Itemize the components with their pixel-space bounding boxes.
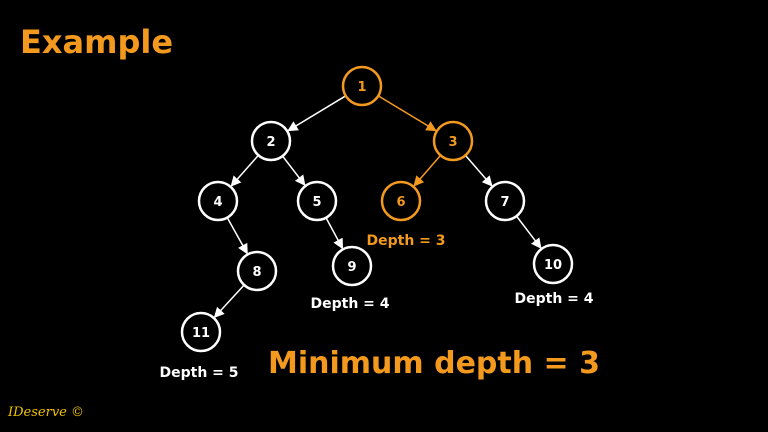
edge-3-6	[413, 154, 442, 187]
node-label: 5	[312, 195, 321, 210]
node-circle	[236, 250, 278, 292]
tree-node-11: 11	[180, 311, 222, 353]
depth-labels: Depth = 3 Depth = 4 Depth = 4 Depth = 5	[159, 233, 593, 381]
tree-node-6: 6	[380, 180, 422, 222]
tree-node-10: 10	[532, 243, 574, 285]
tree-nodes: 1 2 3 4 5 6 7 8 9 10 11	[180, 65, 574, 353]
minimum-depth-result: Minimum depth = 3	[268, 346, 600, 381]
node-label: 3	[448, 135, 457, 150]
tree-node-4: 4	[197, 180, 239, 222]
edge-5-9	[325, 217, 344, 250]
node-label: 1	[357, 80, 366, 95]
node-circle	[484, 180, 526, 222]
node-label: 8	[252, 265, 261, 280]
node-circle	[180, 311, 222, 353]
node-circle	[432, 120, 474, 162]
tree-node-3: 3	[432, 120, 474, 162]
tree-edges	[213, 95, 542, 319]
node-label: 6	[396, 195, 405, 210]
node-label: 4	[213, 195, 222, 210]
depth-label-node-11: Depth = 5	[159, 365, 238, 381]
node-label: 7	[500, 195, 509, 210]
node-label: 10	[544, 258, 562, 273]
brand-watermark: IDeserve ©	[8, 405, 85, 420]
tree-node-9: 9	[331, 245, 373, 287]
tree-node-7: 7	[484, 180, 526, 222]
edge-1-3	[377, 95, 437, 132]
depth-label-node-6: Depth = 3	[366, 233, 445, 249]
depth-label-node-10: Depth = 4	[514, 291, 593, 307]
node-circle	[331, 245, 373, 287]
node-label: 2	[266, 135, 275, 150]
tree-node-8: 8	[236, 250, 278, 292]
edge-4-8	[226, 217, 248, 255]
node-label: 11	[192, 326, 210, 341]
edge-1-2	[287, 95, 347, 132]
node-circle	[250, 120, 292, 162]
edge-3-7	[464, 154, 493, 187]
tree-node-5: 5	[296, 180, 338, 222]
tree-node-2: 2	[250, 120, 292, 162]
node-circle	[341, 65, 383, 107]
node-circle	[380, 180, 422, 222]
tree-node-1: 1	[341, 65, 383, 107]
depth-label-node-9: Depth = 4	[310, 296, 389, 312]
edge-2-4	[230, 154, 259, 187]
edge-2-5	[281, 155, 306, 186]
edge-7-10	[515, 215, 542, 249]
edge-8-11	[213, 284, 245, 319]
node-circle	[296, 180, 338, 222]
node-label: 9	[347, 260, 356, 275]
node-circle	[197, 180, 239, 222]
slide-title: Example	[20, 23, 174, 61]
node-circle	[532, 243, 574, 285]
